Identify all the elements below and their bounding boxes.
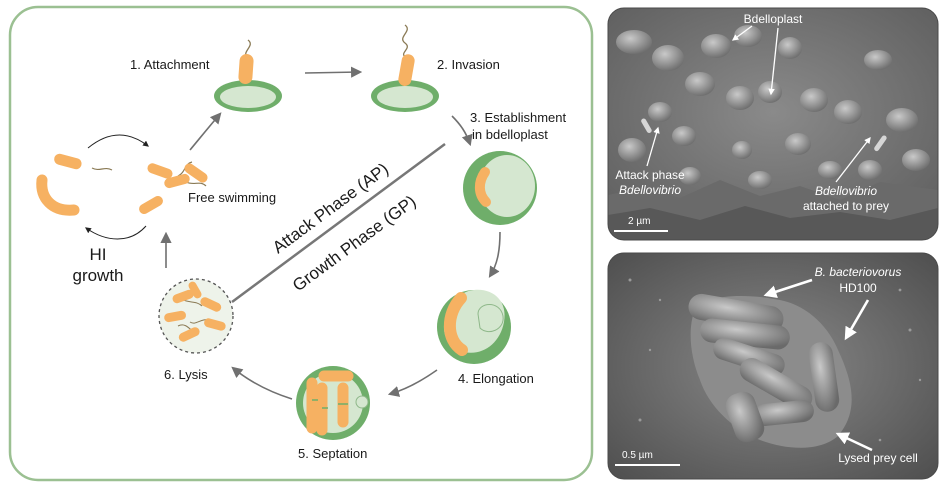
micrograph-bottom: B. bacteriovorus HD100 Lysed prey cell 0… [608,253,938,479]
hi-growth-loop-arrows [85,134,149,240]
phase-divider [231,142,446,304]
free-swimming-bacteria [139,161,208,214]
stage-2-label: 2. Invasion [437,57,500,72]
free-swimming-label: Free swimming [188,190,276,205]
bdelloplast-label: Bdelloplast [744,12,803,26]
micrograph-bottom-frame [607,252,939,480]
attack-phase-sem-label-species: Bdellovibrio [619,183,681,197]
attack-phase-sem-label: Attack phase [615,168,685,182]
hi-growth-bacteria [36,153,113,216]
cycle-arrows [160,66,501,400]
species-label: B. bacteriovorus [815,265,902,279]
micrograph-top: Bdelloplast Attack phase Bdellovibrio Bd… [608,8,938,240]
bottom-scale-label: 0.5 µm [622,450,653,461]
stage-3-label: 3. Establishment [470,110,566,125]
stage-lysis-cell [158,278,234,354]
top-scale-label: 2 µm [628,216,650,227]
attached-label-species: Bdellovibrio [815,184,877,198]
diagram-frame [8,5,594,482]
stage-3-label-line2: in bdelloplast [472,127,548,142]
hi-growth-label: HI [90,245,107,264]
stage-6-label: 6. Lysis [164,367,208,382]
stage-attachment-cell [214,39,282,112]
hi-growth-label-line2: growth [72,266,123,285]
stage-septation-cell [296,366,370,440]
micrograph-top-frame [607,7,939,241]
strain-label: HD100 [839,281,877,295]
attached-label: attached to prey [803,199,889,213]
lysed-prey-label: Lysed prey cell [838,451,918,465]
stage-5-label: 5. Septation [298,446,367,461]
stage-establishment-cell [463,151,537,225]
stage-4-label: 4. Elongation [458,371,534,386]
stage-invasion-cell [371,24,439,112]
stage-1-label: 1. Attachment [130,57,210,72]
stage-elongation-cell [437,289,511,364]
